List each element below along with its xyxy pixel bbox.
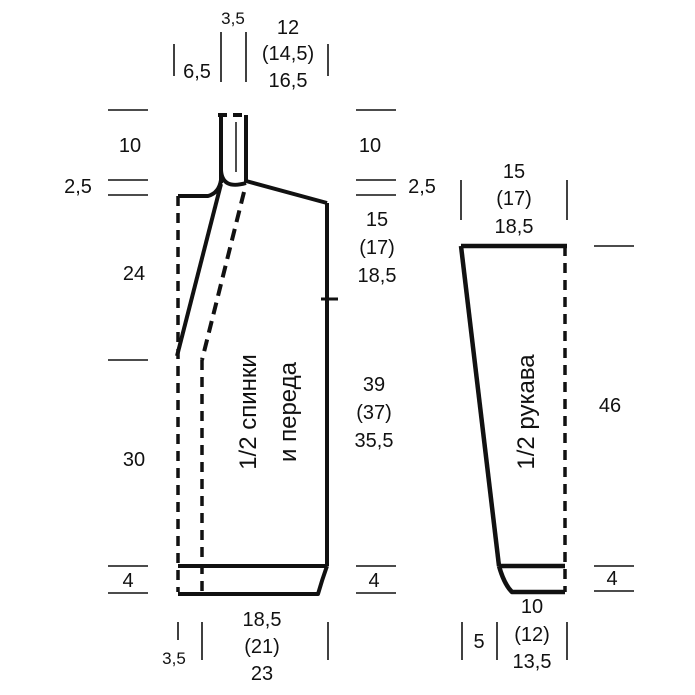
side-right-label-1: 39 [363, 374, 385, 396]
bottom-width-2: (21) [244, 636, 280, 658]
collar-curve [219, 169, 247, 187]
shoulder-slope [245, 179, 328, 205]
body-piece-outline [175, 113, 338, 596]
sleeve-dimension-lines [460, 180, 634, 660]
neck-depth-left-label: 10 [119, 135, 141, 157]
body-title-group: 1/2 спинки и переда [235, 354, 302, 470]
sleeve-top-width-2: (17) [496, 188, 532, 210]
raglan-back-dashed [200, 191, 246, 361]
neck-top-label: 3,5 [221, 9, 245, 28]
side-right-label-3: 35,5 [355, 430, 394, 452]
sleeve-cuff-label: 4 [606, 568, 617, 590]
sleeve-top-width-1: 15 [503, 161, 525, 183]
shoulder-width-3: 16,5 [269, 70, 308, 92]
sleeve-title-group: 1/2 рукава [513, 354, 540, 470]
shoulder-width-1: 12 [277, 17, 299, 39]
neck-depth-right-label: 10 [359, 135, 381, 157]
sleeve-piece-outline [458, 243, 567, 595]
body-title-line1: 1/2 спинки [235, 354, 262, 470]
sleeve-bottom-width-3: 13,5 [513, 651, 552, 673]
hem-bottom-line [178, 565, 329, 596]
sleeve-bottom-offset-label: 5 [473, 631, 484, 653]
sleeve-bottom-width-1: 10 [521, 596, 543, 618]
raglan-front-line [175, 183, 223, 357]
sleeve-top-width-3: 18,5 [495, 216, 534, 238]
shoulder-drop-left-label: 2,5 [64, 176, 92, 198]
raglan-height-label: 24 [123, 263, 145, 285]
sleeve-bottom-width-2: (12) [514, 624, 550, 646]
shoulder-width-2: (14,5) [262, 43, 314, 65]
armhole-label-2: (17) [359, 237, 395, 259]
body-dimension-lines [108, 32, 396, 660]
shoulder-drop-right-label: 2,5 [408, 176, 436, 198]
sleeve-cuff-bottom [496, 565, 565, 595]
sleeve-slant-edge [458, 245, 502, 567]
bottom-width-1: 18,5 [243, 609, 282, 631]
bottom-width-3: 23 [251, 663, 273, 685]
hem-left-label: 4 [122, 570, 133, 592]
side-height-label: 30 [123, 449, 145, 471]
hem-right-label: 4 [368, 570, 379, 592]
side-right-label-2: (37) [356, 402, 392, 424]
bottom-offset-label: 3,5 [162, 649, 186, 668]
sleeve-height-label: 46 [599, 395, 621, 417]
sleeve-title: 1/2 рукава [513, 354, 540, 470]
armhole-label-3: 18,5 [358, 265, 397, 287]
armhole-label-1: 15 [366, 209, 388, 231]
body-title-line2: и переда [275, 361, 302, 462]
neck-left-label: 6,5 [183, 61, 211, 83]
front-neck-curve [178, 179, 223, 198]
